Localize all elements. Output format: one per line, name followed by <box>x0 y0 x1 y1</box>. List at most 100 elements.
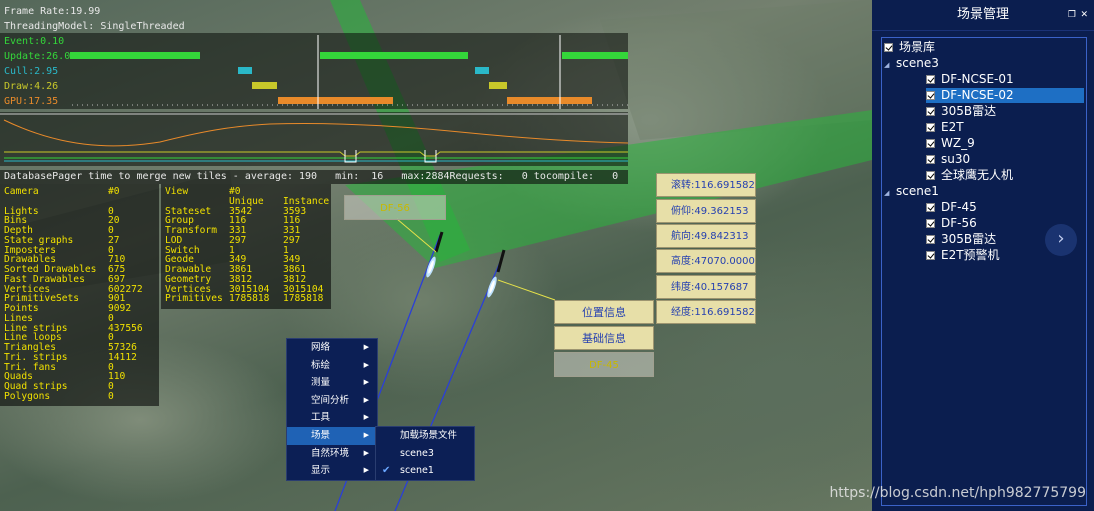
timing-cull-label: Cull:2.95 <box>4 66 59 77</box>
latitude-label: 纬度:40.157687 <box>656 275 756 299</box>
tree-item-e2t-awacs[interactable]: E2T预警机 <box>926 248 1000 263</box>
camera-stat-label: Tri. fans <box>4 361 56 373</box>
checkbox-icon[interactable] <box>926 235 935 244</box>
tree-label: E2T预警机 <box>941 248 1000 262</box>
submenu-arrow-icon: ▶ <box>363 466 369 475</box>
submenu-label: scene3 <box>400 447 434 459</box>
checkbox-icon[interactable] <box>926 219 935 228</box>
panel-title: 场景管理 <box>956 7 1009 22</box>
tree-label: DF-NCSE-01 <box>941 72 1014 86</box>
tree-item-e2t[interactable]: E2T <box>926 120 964 135</box>
submenu-scene3[interactable]: scene3 <box>376 445 474 463</box>
menu-item-tools[interactable]: 工具 ▶ <box>287 409 377 427</box>
view-stat-instance: 349 <box>283 254 301 266</box>
pitch-label: 俯仰:49.362153 <box>656 199 756 223</box>
tree-label: scene1 <box>896 184 939 198</box>
tree-root[interactable]: 场景库 <box>884 40 935 55</box>
view-stat-unique: 349 <box>229 254 247 266</box>
menu-item-display[interactable]: 显示 ▶ <box>287 462 377 480</box>
checkbox-icon[interactable] <box>926 251 935 260</box>
menu-item-measure[interactable]: 测量▶ <box>287 374 377 392</box>
3d-viewport[interactable]: Frame Rate:19.99 ThreadingModel: SingleT… <box>0 0 872 511</box>
tree-item-305b-radar-2[interactable]: 305B雷达 <box>926 232 996 247</box>
altitude-label: 高度:47070.00001 <box>656 249 756 273</box>
camera-stat-label: Tri. strips <box>4 351 68 363</box>
camera-stat-label: Line loops <box>4 332 62 344</box>
tree-scene3[interactable]: ◢scene3 <box>884 56 939 71</box>
menu-item-plot[interactable]: 标绘▶ <box>287 357 377 375</box>
view-stat-instance: 297 <box>283 234 301 246</box>
checkbox-icon[interactable] <box>926 171 935 180</box>
view-stat-instance: 116 <box>283 215 301 227</box>
cull-bar <box>475 67 489 74</box>
camera-stat-value: 602272 <box>108 283 143 295</box>
camera-stat-label: Bins <box>4 215 28 227</box>
camera-stat-label: Camera <box>4 186 39 197</box>
submenu-scene1[interactable]: ✔ scene1 <box>376 462 474 480</box>
timing-ticks <box>72 35 628 109</box>
camera-stat-label: Line strips <box>4 322 68 334</box>
float-icon[interactable]: ❐ <box>1067 10 1076 20</box>
submenu-arrow-icon: ▶ <box>363 413 369 422</box>
tree-item-df-ncse-01[interactable]: DF-NCSE-01 <box>926 72 1014 87</box>
menu-item-environment[interactable]: 自然环境▶ <box>287 445 377 463</box>
menu-item-label: 空间分析 <box>311 394 350 406</box>
tree-item-su30[interactable]: su30 <box>926 152 970 167</box>
checkbox-icon[interactable] <box>926 91 935 100</box>
close-icon[interactable]: ✕ <box>1080 10 1088 20</box>
tree-label: 305B雷达 <box>941 232 997 246</box>
menu-item-label: 显示 <box>311 465 331 477</box>
view-stat-label: Geode <box>165 254 194 266</box>
view-stat-unique: 1785818 <box>229 293 270 305</box>
checkbox-icon[interactable] <box>926 75 935 84</box>
checkbox-icon[interactable] <box>926 123 935 132</box>
tree-item-305b-radar[interactable]: 305B雷达 <box>926 104 996 119</box>
checkbox-icon[interactable] <box>926 139 935 148</box>
tree-item-df-ncse-02[interactable]: DF-NCSE-02 <box>926 88 1084 103</box>
menu-item-scene[interactable]: 场景▶ <box>287 426 377 445</box>
collapse-icon[interactable]: ◢ <box>884 189 890 197</box>
checkbox-icon[interactable] <box>926 107 935 116</box>
checkbox-icon[interactable] <box>884 43 893 52</box>
camera-stat-value: 20 <box>108 215 120 227</box>
menu-item-spatial-analysis[interactable]: 空间分析▶ <box>287 392 377 410</box>
tree-item-df-45[interactable]: DF-45 <box>926 200 977 215</box>
submenu-label: scene1 <box>400 465 434 477</box>
menu-item-network[interactable]: 网络▶ <box>287 339 377 357</box>
timing-update-label: Update:26.00 <box>4 51 77 62</box>
watermark-text: https://blog.csdn.net/hph982775799 <box>829 485 1086 501</box>
submenu-arrow-icon: ▶ <box>363 430 369 439</box>
context-menu: 网络▶ 标绘▶ 测量▶ 空间分析▶ 工具▶ 场景▶ 自然环境▶ 显示▶ <box>286 338 378 481</box>
position-info-button[interactable]: 位置信息 <box>554 300 654 324</box>
basic-info-button[interactable]: 基础信息 <box>554 326 654 350</box>
timing-gpu-label: GPU:17.35 <box>4 96 59 107</box>
checkbox-icon[interactable] <box>926 155 935 164</box>
collapse-icon[interactable]: ◢ <box>884 61 890 69</box>
submenu-label: 加载场景文件 <box>400 430 458 441</box>
timing-draw-label: Draw:4.26 <box>4 81 59 92</box>
tree-scene1[interactable]: ◢ scene1 <box>884 184 939 199</box>
leader-line-df56 <box>396 218 437 253</box>
check-icon: ✔ <box>382 465 391 477</box>
camera-stat-label: State graphs <box>4 234 74 246</box>
checkbox-icon[interactable] <box>926 203 935 212</box>
submenu-load-scene-file[interactable]: 加载场景文件 <box>376 427 474 445</box>
view-stat-label: Switch <box>165 244 200 256</box>
camera-stat-value: 710 <box>108 254 126 266</box>
camera-stat-label: Vertices <box>4 283 51 295</box>
chevron-right-icon[interactable]: › <box>1045 224 1077 256</box>
view-stat-label: View <box>165 186 189 197</box>
tree-item-global-hawk[interactable]: 全球鹰无人机 <box>926 168 1013 183</box>
view-stat-label: Primitives <box>165 293 223 305</box>
tree-item-df-56[interactable]: DF-56 <box>926 216 977 231</box>
tree-item-wz9[interactable]: WZ_9 <box>926 136 975 151</box>
gpu-bar <box>507 97 592 104</box>
df56-tag[interactable]: DF-56 <box>344 195 446 220</box>
view-stat-label: Group <box>165 215 194 227</box>
df45-tag[interactable]: DF-45 <box>554 352 654 377</box>
view-stat-unique: 3812 <box>229 273 253 285</box>
menu-item-label: 工具 <box>311 412 331 424</box>
camera-stat-label: Depth <box>4 225 33 236</box>
